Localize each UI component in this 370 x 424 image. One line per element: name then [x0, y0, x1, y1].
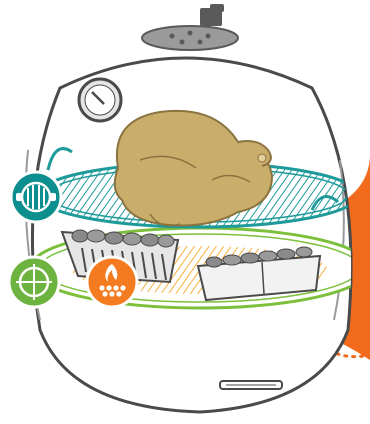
roast-chicken: [113, 109, 274, 227]
charcoal-basket-right: [196, 246, 322, 302]
grate-badge: [9, 170, 63, 224]
fire-badge: [85, 255, 139, 309]
top-vent[interactable]: [141, 4, 239, 51]
lid-thermometer: [77, 77, 123, 123]
charcoal-flame-icon: [99, 264, 126, 297]
crosshair-target-icon: [16, 264, 52, 300]
bottom-vent-handle[interactable]: [219, 380, 283, 390]
target-badge: [7, 255, 61, 309]
grill-grate-icon: [16, 181, 56, 213]
